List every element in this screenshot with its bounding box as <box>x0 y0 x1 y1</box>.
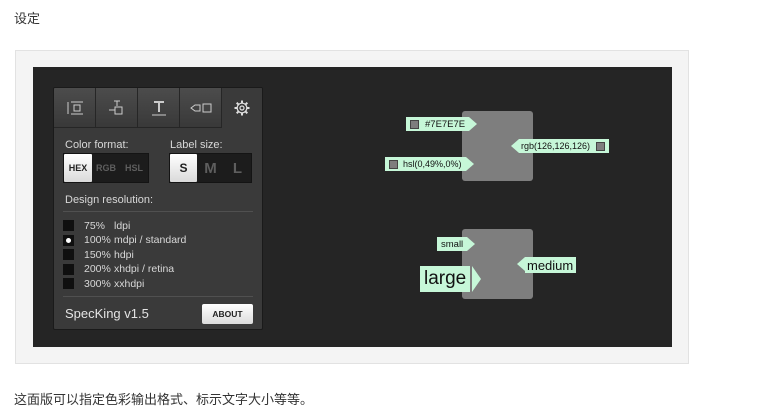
radio-box[interactable] <box>63 263 74 275</box>
resolution-option-ldpi[interactable]: 75% ldpi <box>63 219 130 232</box>
resolution-option-mdpi[interactable]: 100% mdpi / standard <box>63 234 186 247</box>
large-label-text: large <box>424 268 467 289</box>
color-format-selector: HEX RGB HSL <box>63 153 149 183</box>
rgb-color-value: rgb(126,126,126) <box>521 141 591 151</box>
large-tag-arrow <box>472 266 481 292</box>
tool-text-style[interactable] <box>138 88 180 128</box>
color-swatch-icon <box>389 159 398 169</box>
resolution-option-xhdpi[interactable]: 200% xhdpi / retina <box>63 263 174 276</box>
tool-element-size[interactable] <box>180 88 222 128</box>
color-swatch-icon <box>410 119 419 129</box>
resolution-percent: 150% <box>84 248 111 261</box>
label-size-m[interactable]: M <box>204 159 217 177</box>
color-format-hex[interactable]: HEX <box>64 154 92 182</box>
medium-label-tag: medium <box>516 257 577 273</box>
label-size-selector: S M L <box>169 153 252 183</box>
demo-stage: Color format: Label size: HEX RGB HSL S … <box>33 67 672 347</box>
radio-box[interactable] <box>63 249 74 260</box>
tool-settings[interactable] <box>222 88 262 128</box>
resolution-percent: 300% <box>84 277 111 290</box>
resolution-percent: 75% <box>84 219 106 232</box>
design-resolution-label: Design resolution: <box>65 194 154 206</box>
gear-icon <box>234 100 250 116</box>
color-swatch-icon <box>596 141 606 151</box>
small-label-tag: small <box>437 237 476 251</box>
small-label-text: small <box>441 238 464 250</box>
page-heading: 设定 <box>14 12 41 27</box>
tool-vertical-spacing[interactable] <box>54 88 96 128</box>
large-label-tag: large <box>420 266 471 292</box>
panel-toolbar <box>54 88 262 128</box>
resolution-name: ldpi <box>114 219 131 232</box>
resolution-percent: 200% <box>84 263 111 275</box>
resolution-option-hdpi[interactable]: 150% hdpi <box>63 248 134 261</box>
resolution-name: xxhdpi <box>114 277 145 290</box>
color-format-hsl[interactable]: HSL <box>125 163 143 173</box>
label-size-l[interactable]: L <box>232 159 243 177</box>
radio-box[interactable] <box>63 220 74 231</box>
resolution-percent: 100% <box>84 234 111 246</box>
resolution-option-xxhdpi[interactable]: 300% xxhdpi <box>63 277 144 290</box>
color-format-rgb[interactable]: RGB <box>96 163 116 173</box>
text-style-icon <box>151 100 166 115</box>
resolution-name: mdpi / standard <box>114 234 187 246</box>
app-name: SpecKing v1.5 <box>65 306 149 321</box>
label-size-s[interactable]: S <box>170 154 197 182</box>
hex-color-value: #7E7E7E <box>425 118 466 130</box>
medium-label-text: medium <box>527 257 574 273</box>
footer-divider <box>63 296 253 297</box>
resolution-name: hdpi <box>114 248 134 261</box>
about-button[interactable]: ABOUT <box>202 304 253 324</box>
horizontal-spacing-icon <box>108 100 122 114</box>
hsl-color-tag: hsl(0,49%,0%) <box>385 157 474 171</box>
radio-box[interactable] <box>63 278 74 289</box>
vertical-spacing-icon <box>67 101 83 114</box>
settings-panel: Color format: Label size: HEX RGB HSL S … <box>53 87 263 330</box>
radio-box-selected[interactable] <box>63 234 74 246</box>
rgb-color-tag: rgb(126,126,126) <box>510 139 610 153</box>
element-size-icon <box>189 103 211 112</box>
page-caption: 这面版可以指定色彩输出格式、标示文字大小等等。 <box>14 393 314 408</box>
resolution-name: xhdpi / retina <box>114 263 175 275</box>
hex-color-tag: #7E7E7E <box>406 117 478 131</box>
hsl-color-value: hsl(0,49%,0%) <box>403 159 462 169</box>
color-format-label: Color format: <box>65 139 129 151</box>
label-size-label: Label size: <box>170 139 223 151</box>
section-divider <box>63 211 253 212</box>
tool-horizontal-spacing[interactable] <box>96 88 138 128</box>
